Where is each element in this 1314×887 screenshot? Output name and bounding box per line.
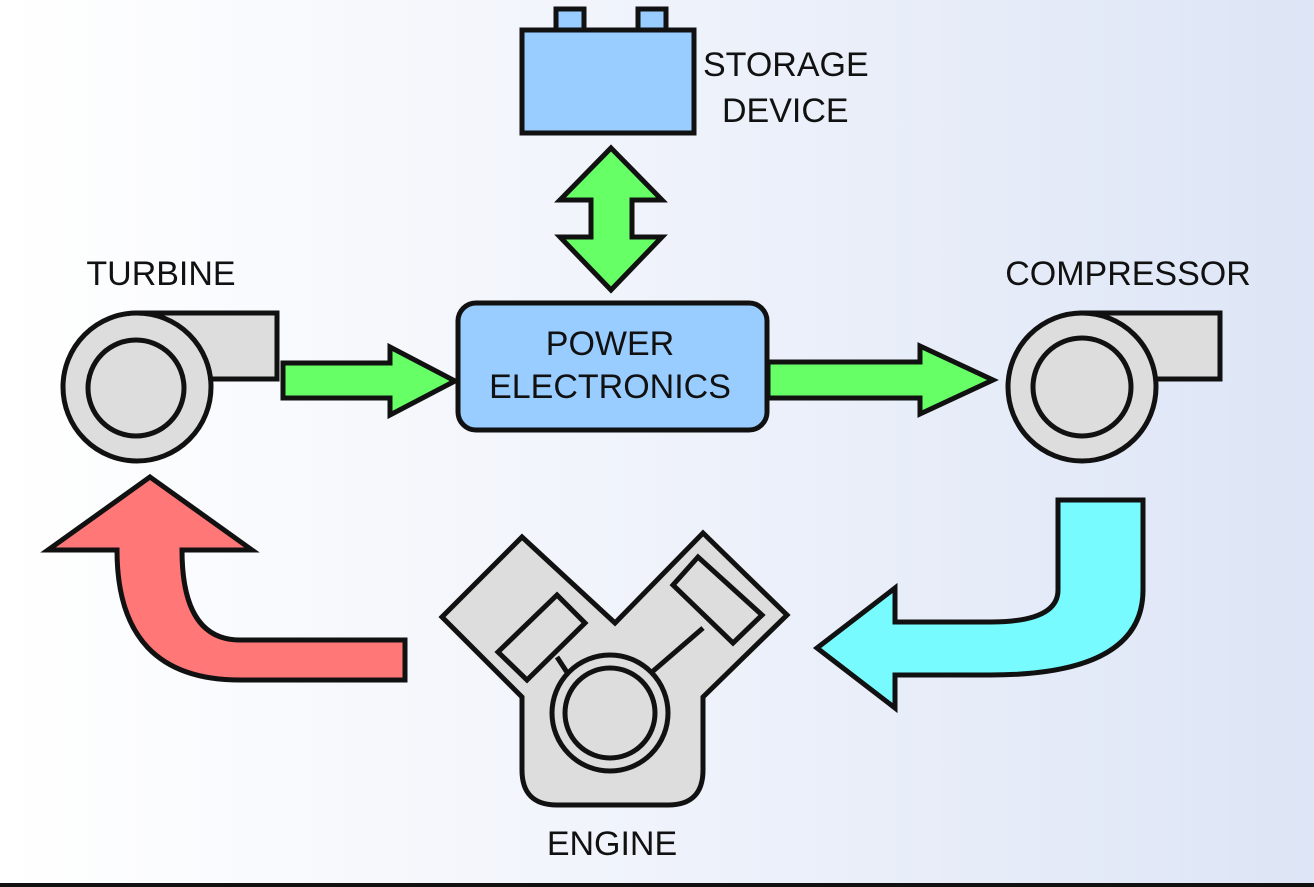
power-label-line1: POWER — [546, 325, 674, 363]
bottom-border — [0, 883, 1314, 887]
exhaust-arrow — [40, 473, 408, 683]
turbine-icon — [60, 310, 280, 464]
engine-label: ENGINE — [547, 825, 677, 863]
turbine-to-power-arrow — [280, 342, 461, 420]
storage-label-line1: STORAGE — [703, 46, 869, 84]
compressor-icon — [1005, 310, 1223, 464]
bidirectional-arrow — [554, 144, 668, 294]
power-label-line2: ELECTRONICS — [489, 368, 731, 406]
power-to-compressor-arrow — [765, 342, 999, 418]
engine-icon — [438, 529, 791, 808]
turbine-label: TURBINE — [86, 255, 235, 293]
intake-arrow — [812, 497, 1146, 714]
power-electronics-box — [455, 300, 770, 433]
storage-device-battery-icon — [519, 6, 697, 136]
storage-label-line2: DEVICE — [722, 92, 849, 130]
compressor-label: COMPRESSOR — [1005, 255, 1251, 293]
